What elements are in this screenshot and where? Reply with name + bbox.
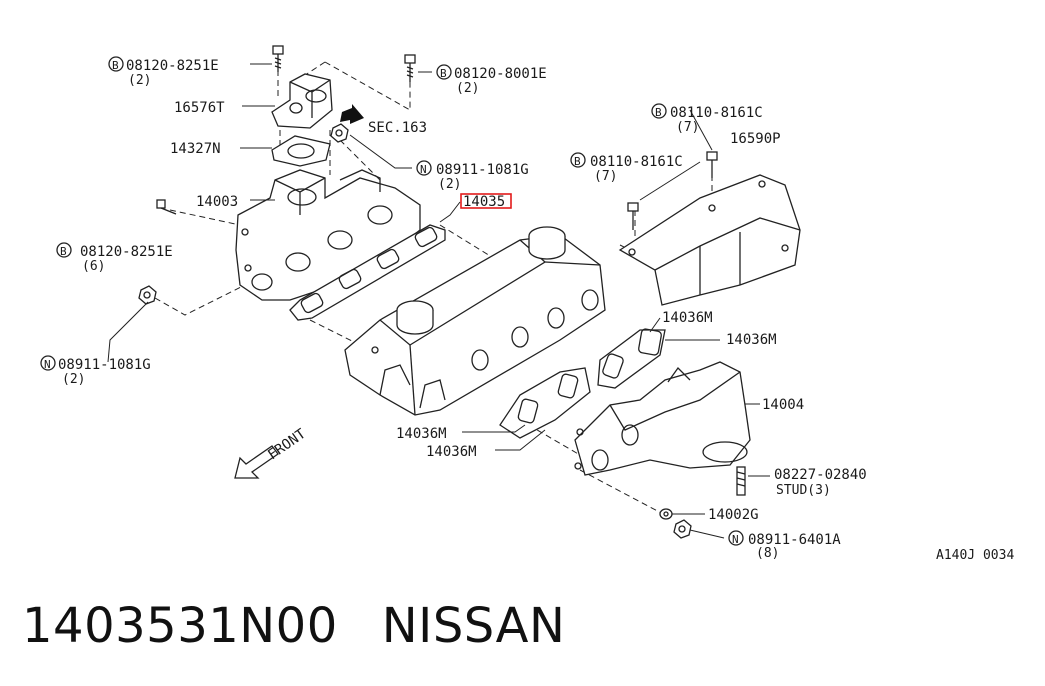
callout-prefix: B (60, 245, 67, 258)
callout-qty: STUD(3) (776, 483, 831, 498)
callout-part-number: 14035 (463, 194, 505, 210)
heat-shield-part (618, 174, 801, 306)
callout-stud: 08227-02840 STUD(3) (774, 467, 867, 498)
exhaust-gaskets-part (499, 328, 666, 439)
cylinder-head-part (344, 226, 606, 416)
callout-qty: (7) (594, 169, 617, 184)
callout-exhaust-gasket-lower-1: 14036M (396, 426, 447, 442)
callout-exhaust-manifold: 14004 (762, 397, 804, 413)
callout-nut-exhaust-bottom: N 08911-6401A (8) (728, 530, 841, 561)
callout-nut-upper: N 08911-1081G (2) (416, 160, 529, 192)
callout-outlet: 16576T (174, 100, 225, 116)
front-arrow-icon (234, 445, 279, 479)
nut-exhaust-bottom-icon (673, 519, 692, 539)
callout-exhaust-gasket-lower-2: 14036M (426, 444, 477, 460)
stud-icon (736, 466, 746, 496)
exhaust-manifold-part (574, 361, 751, 476)
sec-arrow-icon (340, 104, 364, 124)
water-outlet-part (271, 73, 333, 129)
callout-prefix: B (112, 59, 119, 72)
sec-reference: SEC.163 (368, 120, 427, 136)
callout-part-number: 08110-8161C (590, 154, 683, 170)
callout-qty: (2) (456, 81, 479, 96)
nut-exhaust-icon (659, 508, 673, 520)
callout-qty: (2) (62, 372, 85, 387)
intake-gasket-part (289, 224, 446, 321)
nut-upper-icon (330, 123, 349, 143)
footer-caption: 1403531N00 NISSAN (22, 598, 565, 662)
callout-part-number: 08911-1081G (436, 162, 529, 178)
callout-prefix: B (574, 155, 581, 168)
callout-part-number: 08120-8251E (80, 244, 173, 260)
callout-qty: (8) (756, 546, 779, 561)
parts-diagram: FRONT B 08120-8251E (2) B 08120-8001E (2… (40, 45, 1014, 563)
callout-bolt-heatshield-lower: B 08110-8161C (7) (570, 152, 683, 184)
callout-part-number: 08110-8161C (670, 105, 763, 121)
callout-exhaust-gasket-upper: 14036M (662, 310, 713, 326)
bolt-top-right-icon (404, 54, 416, 82)
callout-prefix: N (420, 163, 427, 176)
bolt-heatshield-upper-icon (706, 151, 718, 178)
callout-part-number: 08227-02840 (774, 467, 867, 483)
callout-intake-gasket-highlighted: 14035 (460, 193, 512, 210)
callout-bolt-heatshield-upper: B 08110-8161C (7) (651, 103, 763, 135)
leader-lines (107, 63, 770, 539)
callout-intake-manifold: 14003 (196, 194, 238, 210)
callout-outlet-gasket: 14327N (170, 141, 221, 157)
callout-qty: (7) (676, 120, 699, 135)
callout-nut-lower-left: N 08911-1081G (2) (40, 355, 151, 387)
callout-bolt-top-left: B 08120-8251E (2) (108, 56, 219, 88)
callout-qty: (2) (128, 73, 151, 88)
callout-prefix: B (655, 106, 662, 119)
callout-prefix: N (732, 533, 739, 546)
callout-part-number: 08120-8001E (454, 66, 547, 82)
callout-exhaust-gasket-right: 14036M (726, 332, 777, 348)
diagram-code: A140J 0034 (936, 548, 1014, 563)
bolt-heatshield-lower-icon (627, 202, 639, 230)
callout-part-number: 08911-6401A (748, 532, 841, 548)
part-number-title: 1403531N00 (22, 598, 338, 654)
callout-qty: (2) (438, 177, 461, 192)
intake-manifold-part (235, 169, 421, 301)
callout-heat-shield: 16590P (730, 131, 781, 147)
callout-part-number: 08120-8251E (126, 58, 219, 74)
highlight-box (460, 193, 512, 209)
front-label: FRONT (265, 426, 309, 464)
callout-qty: (6) (82, 259, 105, 274)
callout-bolt-top-right: B 08120-8001E (2) (436, 64, 547, 96)
callout-prefix: B (440, 67, 447, 80)
bolt-top-left-icon (272, 45, 284, 72)
outlet-gasket-part (271, 135, 331, 167)
callout-prefix: N (44, 358, 51, 371)
brand-title: NISSAN (381, 598, 566, 654)
callout-bolt-left: B 08120-8251E (6) (56, 242, 173, 274)
callout-part-number: 08911-1081G (58, 357, 151, 373)
callout-exhaust-nut: 14002G (708, 507, 759, 523)
nut-lower-left-icon (138, 285, 157, 305)
bolt-left-icon (156, 199, 177, 215)
